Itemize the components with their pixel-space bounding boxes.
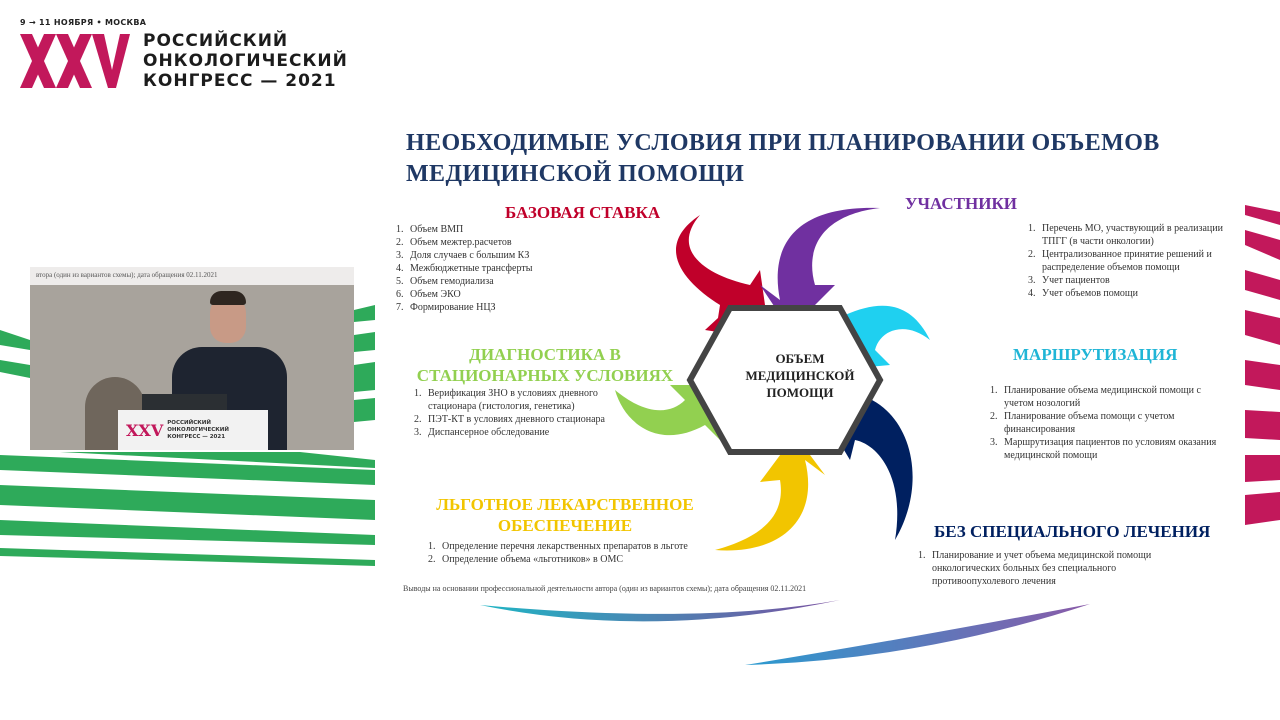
- slide-footnote: Выводы на основании профессиональной дея…: [403, 584, 807, 593]
- center-hexagon: [686, 305, 884, 455]
- diagnostics-list: Верификация ЗНО в условиях дневного стац…: [404, 387, 619, 439]
- list-item: Учет пациентов: [1038, 274, 1233, 287]
- list-item: Верификация ЗНО в условиях дневного стац…: [424, 387, 619, 413]
- section-title-line: СТАЦИОНАРНЫХ УСЛОВИЯХ: [416, 366, 674, 385]
- section-title-line: ДИАГНОСТИКА В: [469, 345, 621, 364]
- list-item: Объем ВМП: [406, 223, 646, 236]
- slide-title: НЕОБХОДИМЫЕ УСЛОВИЯ ПРИ ПЛАНИРОВАНИИ ОБЪ…: [406, 128, 1160, 190]
- podium-line: РОССИЙСКИЙ: [167, 419, 211, 426]
- center-label-line: МЕДИЦИНСКОЙ: [745, 368, 855, 383]
- video-slide-caption: втора (один из вариантов схемы); дата об…: [30, 267, 354, 285]
- list-item: Диспансерное обследование: [424, 426, 619, 439]
- center-label-line: ПОМОЩИ: [766, 385, 834, 400]
- list-item: Формирование НЦЗ: [406, 301, 646, 314]
- congress-name-line: РОССИЙСКИЙ: [143, 31, 289, 51]
- section-title-base-rate: БАЗОВАЯ СТАВКА: [505, 203, 661, 222]
- section-title-diagnostics: ДИАГНОСТИКА В СТАЦИОНАРНЫХ УСЛОВИЯХ: [400, 344, 690, 386]
- cycle-diagram: [615, 207, 930, 551]
- list-item: Перечень МО, участвующий в реализации ТП…: [1038, 222, 1233, 248]
- section-title-line: ЛЬГОТНОЕ ЛЕКАРСТВЕННОЕ: [436, 495, 694, 514]
- section-title-no-treatment: БЕЗ СПЕЦИАЛЬНОГО ЛЕЧЕНИЯ: [934, 522, 1211, 541]
- congress-name-line: ОНКОЛОГИЧЕСКИЙ: [143, 51, 348, 71]
- center-label: ОБЪЕМ МЕДИЦИНСКОЙ ПОМОЩИ: [720, 350, 880, 401]
- list-item: Межбюджетные трансферты: [406, 262, 646, 275]
- laptop: [142, 394, 227, 410]
- slide-title-line: НЕОБХОДИМЫЕ УСЛОВИЯ ПРИ ПЛАНИРОВАНИИ ОБЪ…: [406, 130, 1160, 156]
- arrow-yellow: [715, 435, 825, 551]
- slide-title-line: МЕДИЦИНСКОЙ ПОМОЩИ: [406, 161, 745, 187]
- congress-name-line: КОНГРЕСС — 2021: [143, 71, 337, 91]
- list-item: Учет объемов помощи: [1038, 287, 1233, 300]
- congress-logo-mark: [20, 34, 130, 88]
- center-label-line: ОБЪЕМ: [775, 351, 825, 366]
- list-item: Маршрутизация пациентов по условиям оказ…: [1000, 436, 1220, 462]
- podium-line: ОНКОЛОГИЧЕСКИЙ: [167, 426, 229, 433]
- event-date-place: 9 → 11 НОЯБРЯ • МОСКВА: [20, 18, 147, 27]
- list-item: Планирование объема помощи с учетом фина…: [1000, 410, 1220, 436]
- podium-logo-mark: XXV: [126, 420, 164, 440]
- list-item: Планирование и учет объема медицинской п…: [928, 549, 1168, 588]
- no-treatment-list: Планирование и учет объема медицинской п…: [908, 549, 1168, 588]
- congress-name: РОССИЙСКИЙ ОНКОЛОГИЧЕСКИЙ КОНГРЕСС — 202…: [143, 31, 348, 91]
- section-title-participants: УЧАСТНИКИ: [905, 194, 1017, 213]
- section-title-routing: МАРШРУТИЗАЦИЯ: [1013, 345, 1178, 364]
- list-item: Планирование объема медицинской помощи с…: [1000, 384, 1220, 410]
- participants-list: Перечень МО, участвующий в реализации ТП…: [1018, 222, 1233, 300]
- list-item: Определение объема «льготников» в ОМС: [438, 553, 688, 566]
- list-item: Объем ЭКО: [406, 288, 646, 301]
- section-title-line: ОБЕСПЕЧЕНИЕ: [497, 516, 633, 535]
- base-rate-list: Объем ВМП Объем межтер.расчетов Доля слу…: [386, 223, 646, 314]
- list-item: ПЭТ-КТ в условиях дневного стационара: [424, 413, 619, 426]
- list-item: Объем гемодиализа: [406, 275, 646, 288]
- arrow-purple: [760, 207, 880, 330]
- drug-provision-list: Определение перечня лекарственных препар…: [418, 540, 688, 566]
- list-item: Доля случаев с большим КЗ: [406, 249, 646, 262]
- list-item: Объем межтер.расчетов: [406, 236, 646, 249]
- speaker-video[interactable]: втора (один из вариантов схемы); дата об…: [30, 267, 354, 450]
- section-title-drug-provision: ЛЬГОТНОЕ ЛЕКАРСТВЕННОЕ ОБЕСПЕЧЕНИЕ: [420, 494, 710, 536]
- routing-list: Планирование объема медицинской помощи с…: [980, 384, 1220, 462]
- podium-line: КОНГРЕСС — 2021: [167, 433, 226, 440]
- podium: XXV РОССИЙСКИЙ ОНКОЛОГИЧЕСКИЙ КОНГРЕСС —…: [118, 410, 268, 450]
- list-item: Централизованное принятие решений и расп…: [1038, 248, 1233, 274]
- speaker-hair: [210, 291, 246, 305]
- list-item: Определение перечня лекарственных препар…: [438, 540, 688, 553]
